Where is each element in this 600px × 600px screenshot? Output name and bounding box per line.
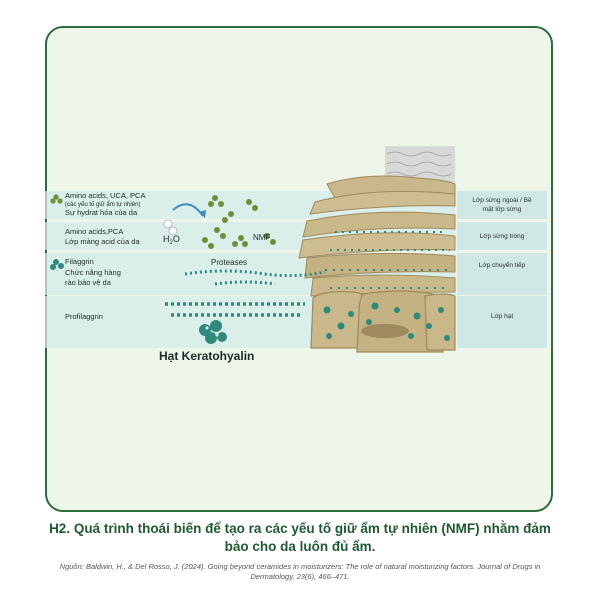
source-line-2: Dermatology, 23(6), 466–471. <box>250 572 350 581</box>
granules-label: Hạt Keratohyalin <box>159 349 254 363</box>
amino-title: Amino acids, UCA, PCA <box>65 191 145 200</box>
layer-inner: Lớp sừng trong <box>480 233 525 240</box>
acid-desc: Lớp màng acid của da <box>65 237 140 246</box>
filaggrin-icon <box>50 259 64 270</box>
amino-sub: (các yếu tố giữ ẩm tự nhiên) <box>65 201 140 208</box>
caption-line-1: H2. Quá trình thoái biến để tạo ra các y… <box>49 521 551 536</box>
amino-desc: Sự hydrat hóa của da <box>65 208 138 217</box>
layer-box-granular <box>457 296 547 348</box>
keratohyalin-granules <box>199 320 227 344</box>
layer-box-transition <box>457 253 547 295</box>
water-label: H2O <box>163 234 180 246</box>
filaggrin-strands <box>184 269 326 286</box>
proteases-label: Proteases <box>211 258 247 267</box>
amino-acid-icon <box>50 194 63 204</box>
granular-cells <box>310 290 456 353</box>
filaggrin-desc-1: Chức năng hàng <box>65 268 121 277</box>
filaggrin-title: Filaggrin <box>65 257 94 266</box>
filaggrin-desc-2: rào bảo vệ da <box>65 278 112 287</box>
profilaggrin-strands <box>165 302 305 317</box>
acid-title: Amino acids,PCA <box>65 227 123 236</box>
layer-box-outer <box>457 191 547 219</box>
layer-outer-line1: Lớp sừng ngoài / Bề <box>472 195 532 204</box>
layer-outer-line2: mặt lớp sừng <box>483 206 522 213</box>
figure-caption: H2. Quá trình thoái biến để tạo ra các y… <box>20 520 580 556</box>
nmf-label: NMF <box>253 233 270 242</box>
skin-diagram: Amino acids, UCA, PCA (các yếu tố giữ ẩm… <box>45 146 547 363</box>
profilaggrin-label: Profilaggrin <box>65 312 103 321</box>
water-icon <box>163 219 178 236</box>
source-line-1: Nguồn: Baldwin, H., & Del Rosso, J. (202… <box>59 562 541 571</box>
layer-granular: Lớp hạt <box>491 313 514 320</box>
layer-transition: Lớp chuyển tiếp <box>479 260 526 269</box>
nmf-molecules <box>202 195 276 249</box>
figure-source: Nguồn: Baldwin, H., & Del Rosso, J. (202… <box>50 562 550 582</box>
layer-box-inner <box>457 222 547 250</box>
corneocyte-layers <box>298 175 456 297</box>
caption-line-2: bảo cho da luôn đủ ẩm. <box>224 539 376 554</box>
